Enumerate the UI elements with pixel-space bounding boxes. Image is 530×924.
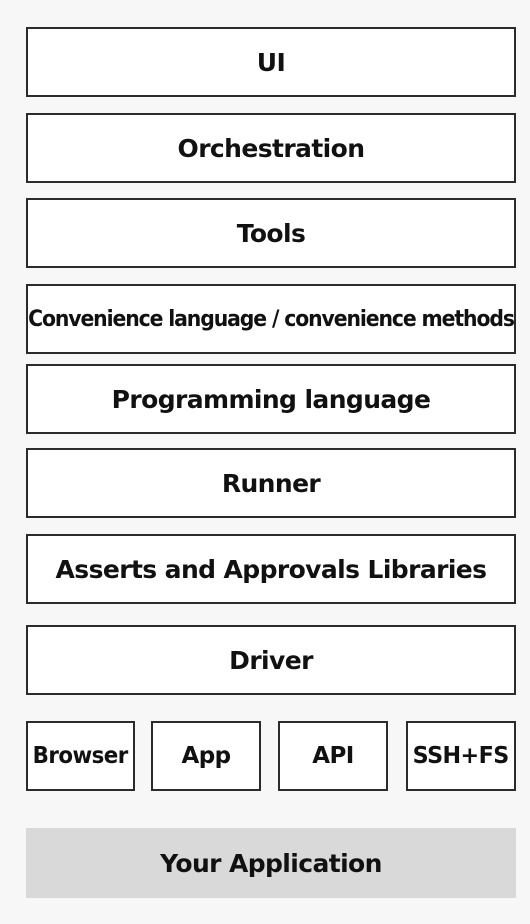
layer-runner: Runner (26, 448, 516, 518)
layer-convenience-language-label: Convenience language / convenience metho… (28, 306, 515, 332)
layer-ui: UI (26, 27, 516, 97)
layer-asserts-approvals: Asserts and Approvals Libraries (26, 534, 516, 604)
layer-runner-label: Runner (221, 468, 321, 498)
layer-ui-label: UI (256, 47, 286, 77)
layer-orchestration: Orchestration (26, 113, 516, 183)
layer-asserts-approvals-label: Asserts and Approvals Libraries (55, 554, 487, 584)
driver-app-label: App (181, 743, 232, 769)
layer-orchestration-label: Orchestration (177, 133, 365, 163)
layer-programming-language: Programming language (26, 364, 516, 434)
driver-app: App (151, 721, 261, 791)
layer-tools: Tools (26, 198, 516, 268)
driver-api: API (278, 721, 388, 791)
driver-browser-label: Browser (32, 743, 129, 769)
driver-ssh-fs-label: SSH+FS (412, 743, 510, 769)
layer-driver: Driver (26, 625, 516, 695)
layer-convenience-language: Convenience language / convenience metho… (26, 284, 516, 354)
driver-browser: Browser (26, 721, 135, 791)
your-application-label: Your Application (160, 848, 382, 878)
layer-driver-label: Driver (229, 645, 313, 675)
driver-api-label: API (312, 743, 354, 769)
layer-tools-label: Tools (236, 218, 306, 248)
your-application: Your Application (26, 828, 516, 898)
driver-ssh-fs: SSH+FS (406, 721, 516, 791)
layer-programming-language-label: Programming language (111, 384, 431, 414)
